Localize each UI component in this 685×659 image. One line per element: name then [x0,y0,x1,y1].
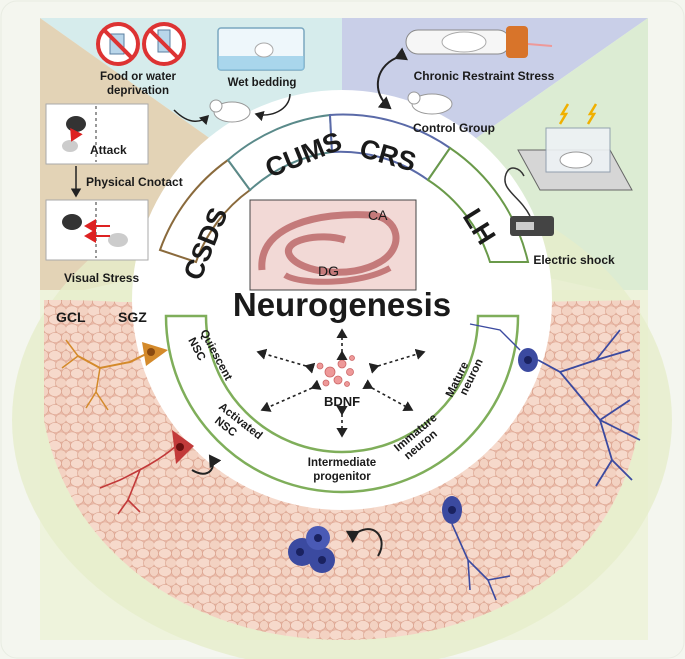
food-water-label-l2: deprivation [107,85,169,97]
crs-icons [376,26,553,115]
ca-label: CA [368,207,388,223]
neurogenesis-title: Neurogenesis [233,286,451,323]
stage-ring [164,314,520,494]
physical-contact-label: Physical Cnotact [86,175,183,189]
cums-icons [96,22,305,126]
stress-model-ring [158,113,530,264]
lh-arc [426,146,530,263]
attack-label: Attack [90,143,127,157]
hippocampus-slice: CA DG [249,199,417,291]
bdnf-dots [316,355,355,387]
dg-curve [283,265,392,285]
stage-intermediate-l2: progenitor [313,471,371,483]
csds-icons [45,103,149,261]
aggressor-mouse-icon [66,116,86,132]
granule-cell-layer [44,300,640,640]
gcl-label: GCL [56,309,86,325]
bdnf-label: BDNF [324,394,360,409]
ca-curve [258,211,400,276]
intermediate-progenitor-cluster [288,526,383,573]
quiescent-nsc-neuron [61,339,168,411]
attack-cage-icon [45,103,149,165]
electric-shock-label: Electric shock [533,253,615,267]
bdnf-arrows [256,328,426,438]
activated-nsc-neuron [99,430,222,515]
visual-stress-label: Visual Stress [64,271,139,285]
immature-neuron [442,496,511,601]
control-group-label: Control Group [413,121,495,135]
tube-cap-icon [506,26,528,58]
sgz-label: SGZ [118,309,147,325]
visual-stress-cage-icon [45,199,149,261]
chronic-restraint-label: Chronic Restraint Stress [414,69,555,83]
food-water-label-l1: Food or water [100,71,177,83]
lh-icons [504,103,633,236]
wet-bedding-label: Wet bedding [228,77,297,89]
lightning-icon [558,103,570,125]
stage-intermediate-l1: Intermediate [308,457,376,469]
dg-label: DG [318,263,339,279]
mature-neuron [469,323,641,487]
